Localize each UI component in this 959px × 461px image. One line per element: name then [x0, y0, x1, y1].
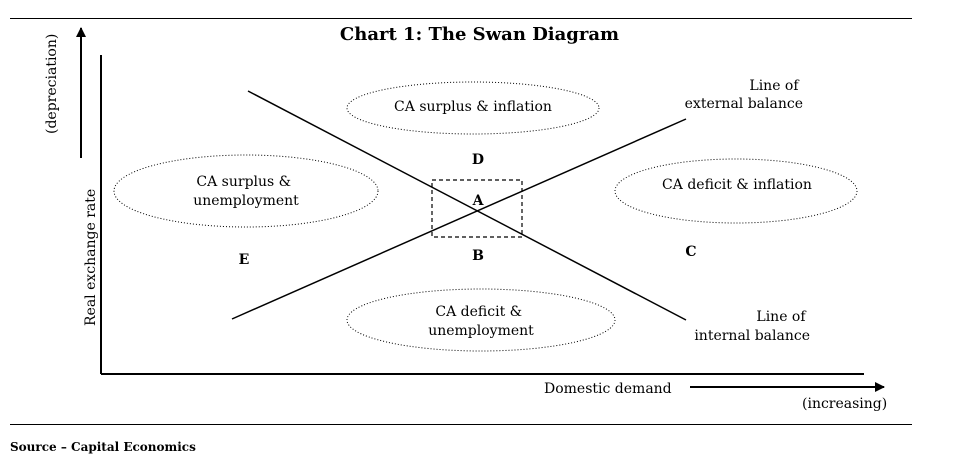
- equilibrium-box: [431, 179, 523, 238]
- zone-left-label-line1: CA surplus &: [196, 174, 291, 190]
- zone-bottom-label-line1: CA deficit &: [435, 304, 522, 320]
- zone-bottom-label-line2: unemployment: [428, 323, 534, 339]
- zone-top-label-line1: CA surplus & inflation: [394, 99, 552, 115]
- x-axis-label: Domestic demand: [544, 381, 672, 397]
- chart-title: Chart 1: The Swan Diagram: [339, 24, 620, 45]
- x-direction-label: (increasing): [802, 396, 887, 412]
- zone-top-ellipse: [346, 81, 600, 135]
- external-balance-line: [231, 118, 687, 320]
- external-balance-label-line2: external balance: [685, 96, 803, 112]
- zone-left-label: CA surplus & unemployment: [193, 174, 299, 209]
- bottom-rule: [10, 424, 912, 425]
- region-label-b: B: [472, 248, 484, 264]
- region-label-d: D: [472, 152, 484, 168]
- zone-bottom-label: CA deficit & unemployment: [428, 304, 534, 339]
- y-direction-label: (depreciation): [44, 34, 60, 134]
- internal-balance-label-line2: internal balance: [694, 328, 810, 344]
- internal-balance-label: Line of internal balance: [694, 309, 810, 344]
- region-label-e: E: [239, 252, 250, 268]
- top-rule: [10, 18, 912, 19]
- zone-bottom-ellipse: [346, 288, 616, 352]
- zone-right-label: CA deficit & inflation: [662, 177, 812, 193]
- zone-top-label: CA surplus & inflation: [394, 99, 552, 115]
- zone-left-label-line2: unemployment: [193, 193, 299, 209]
- region-label-c: C: [685, 244, 696, 260]
- zone-right-label-line1: CA deficit & inflation: [662, 177, 812, 193]
- zone-right-ellipse: [614, 158, 858, 224]
- zone-left-ellipse: [113, 154, 379, 228]
- internal-balance-line: [247, 90, 687, 321]
- source-note: Source – Capital Economics: [10, 440, 196, 454]
- internal-balance-label-line1: Line of: [756, 309, 807, 325]
- external-balance-label-line1: Line of: [749, 78, 800, 94]
- region-label-a: A: [472, 193, 485, 209]
- y-axis-label: Real exchange rate: [83, 189, 99, 326]
- external-balance-label: Line of external balance: [685, 78, 803, 112]
